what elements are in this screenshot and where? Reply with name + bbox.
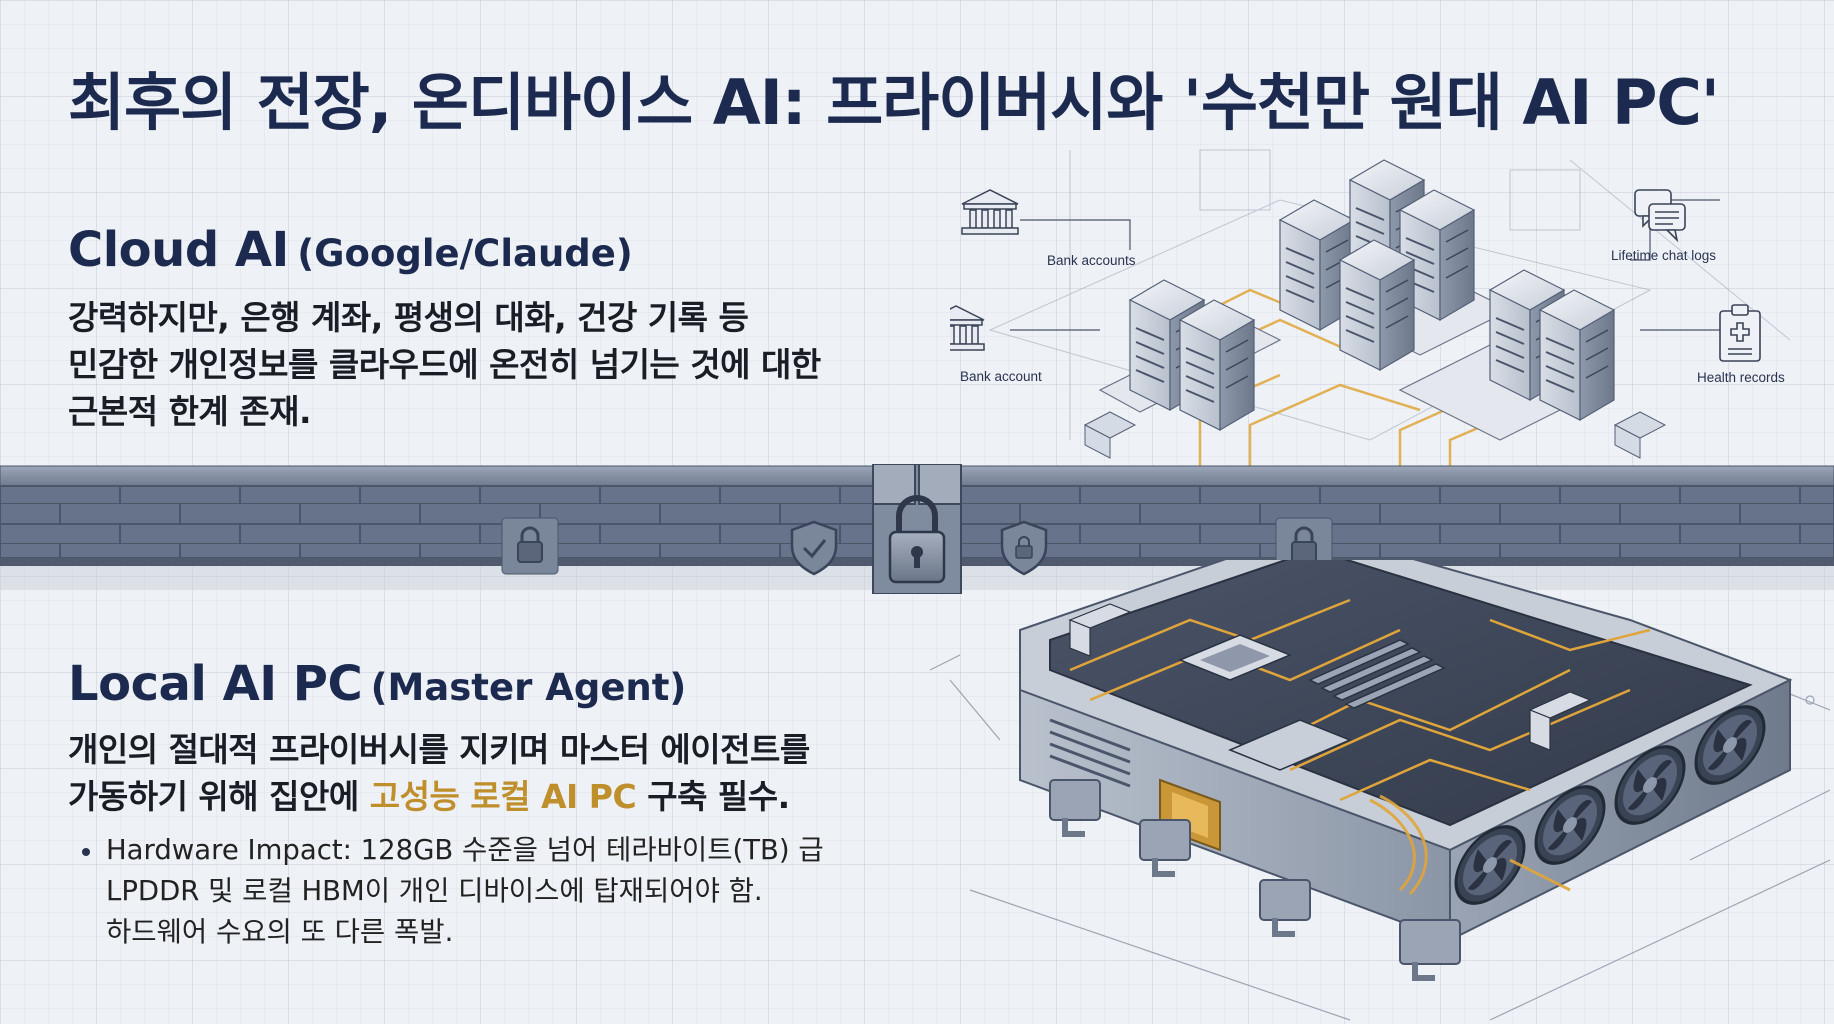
cloud-line-3: 근본적 한계 존재. [68, 392, 312, 431]
shield-lock-icon [1000, 520, 1048, 576]
bullet-item: Hardware Impact: 128GB 수준을 넘어 테라바이트(TB) … [78, 830, 858, 953]
local-ai-heading-sub: (Master Agent) [370, 666, 687, 709]
local-line-2-pre: 가동하기 위해 집안에 [68, 777, 370, 816]
lock-icon [501, 517, 559, 575]
bank-icon [950, 305, 985, 351]
local-ai-description: 개인의 절대적 프라이버시를 지키며 마스터 에이전트를 가동하기 위해 집안에… [68, 726, 888, 820]
cloud-ai-heading-main: Cloud AI [68, 222, 289, 278]
chat-logs-label: Lifetime chat logs [1611, 248, 1717, 263]
local-line-1: 개인의 절대적 프라이버시를 지키며 마스터 에이전트를 [68, 730, 810, 769]
local-ai-heading-main: Local AI PC [68, 656, 363, 712]
local-ai-heading: Local AI PC (Master Agent) [68, 656, 686, 712]
padlock-icon [872, 464, 962, 594]
bank-icon [961, 189, 1019, 235]
cloud-server-illustration [950, 149, 1791, 470]
cloud-line-1: 강력하지만, 은행 계좌, 평생의 대화, 건강 기록 등 [68, 298, 749, 337]
local-ai-pc-illustration [930, 560, 1831, 1021]
cloud-ai-heading: Cloud AI (Google/Claude) [68, 222, 633, 278]
cloud-ai-description: 강력하지만, 은행 계좌, 평생의 대화, 건강 기록 등 민감한 개인정보를 … [68, 294, 888, 435]
bank-accounts-label: Bank accounts [1047, 253, 1136, 268]
health-records-label: Health records [1697, 370, 1785, 385]
clipboard-medical-icon [1719, 304, 1761, 362]
local-line-2-post: 구축 필수. [636, 777, 790, 816]
cloud-line-2: 민감한 개인정보를 클라우드에 온전히 넘기는 것에 대한 [68, 345, 821, 384]
bullet-dot [82, 848, 90, 856]
bullet-line-3: 하드웨어 수요의 또 다른 폭발. [106, 916, 454, 948]
bullet-line-2: LPDDR 및 로컬 HBM이 개인 디바이스에 탑재되어야 함. [106, 875, 763, 907]
shield-check-icon [790, 520, 838, 576]
local-highlight: 고성능 로컬 AI PC [369, 777, 637, 816]
bullet-line-1: Hardware Impact: 128GB 수준을 넘어 테라바이트(TB) … [106, 834, 824, 866]
chat-icon [1634, 189, 1686, 243]
security-wall [0, 464, 1834, 594]
hardware-impact-bullet: Hardware Impact: 128GB 수준을 넘어 테라바이트(TB) … [78, 830, 858, 953]
cloud-ai-heading-sub: (Google/Claude) [297, 232, 633, 275]
bank-account-label: Bank account [960, 369, 1042, 384]
page-title: 최후의 전장, 온디바이스 AI: 프라이버시와 '수천만 원대 AI PC' [68, 66, 1720, 139]
